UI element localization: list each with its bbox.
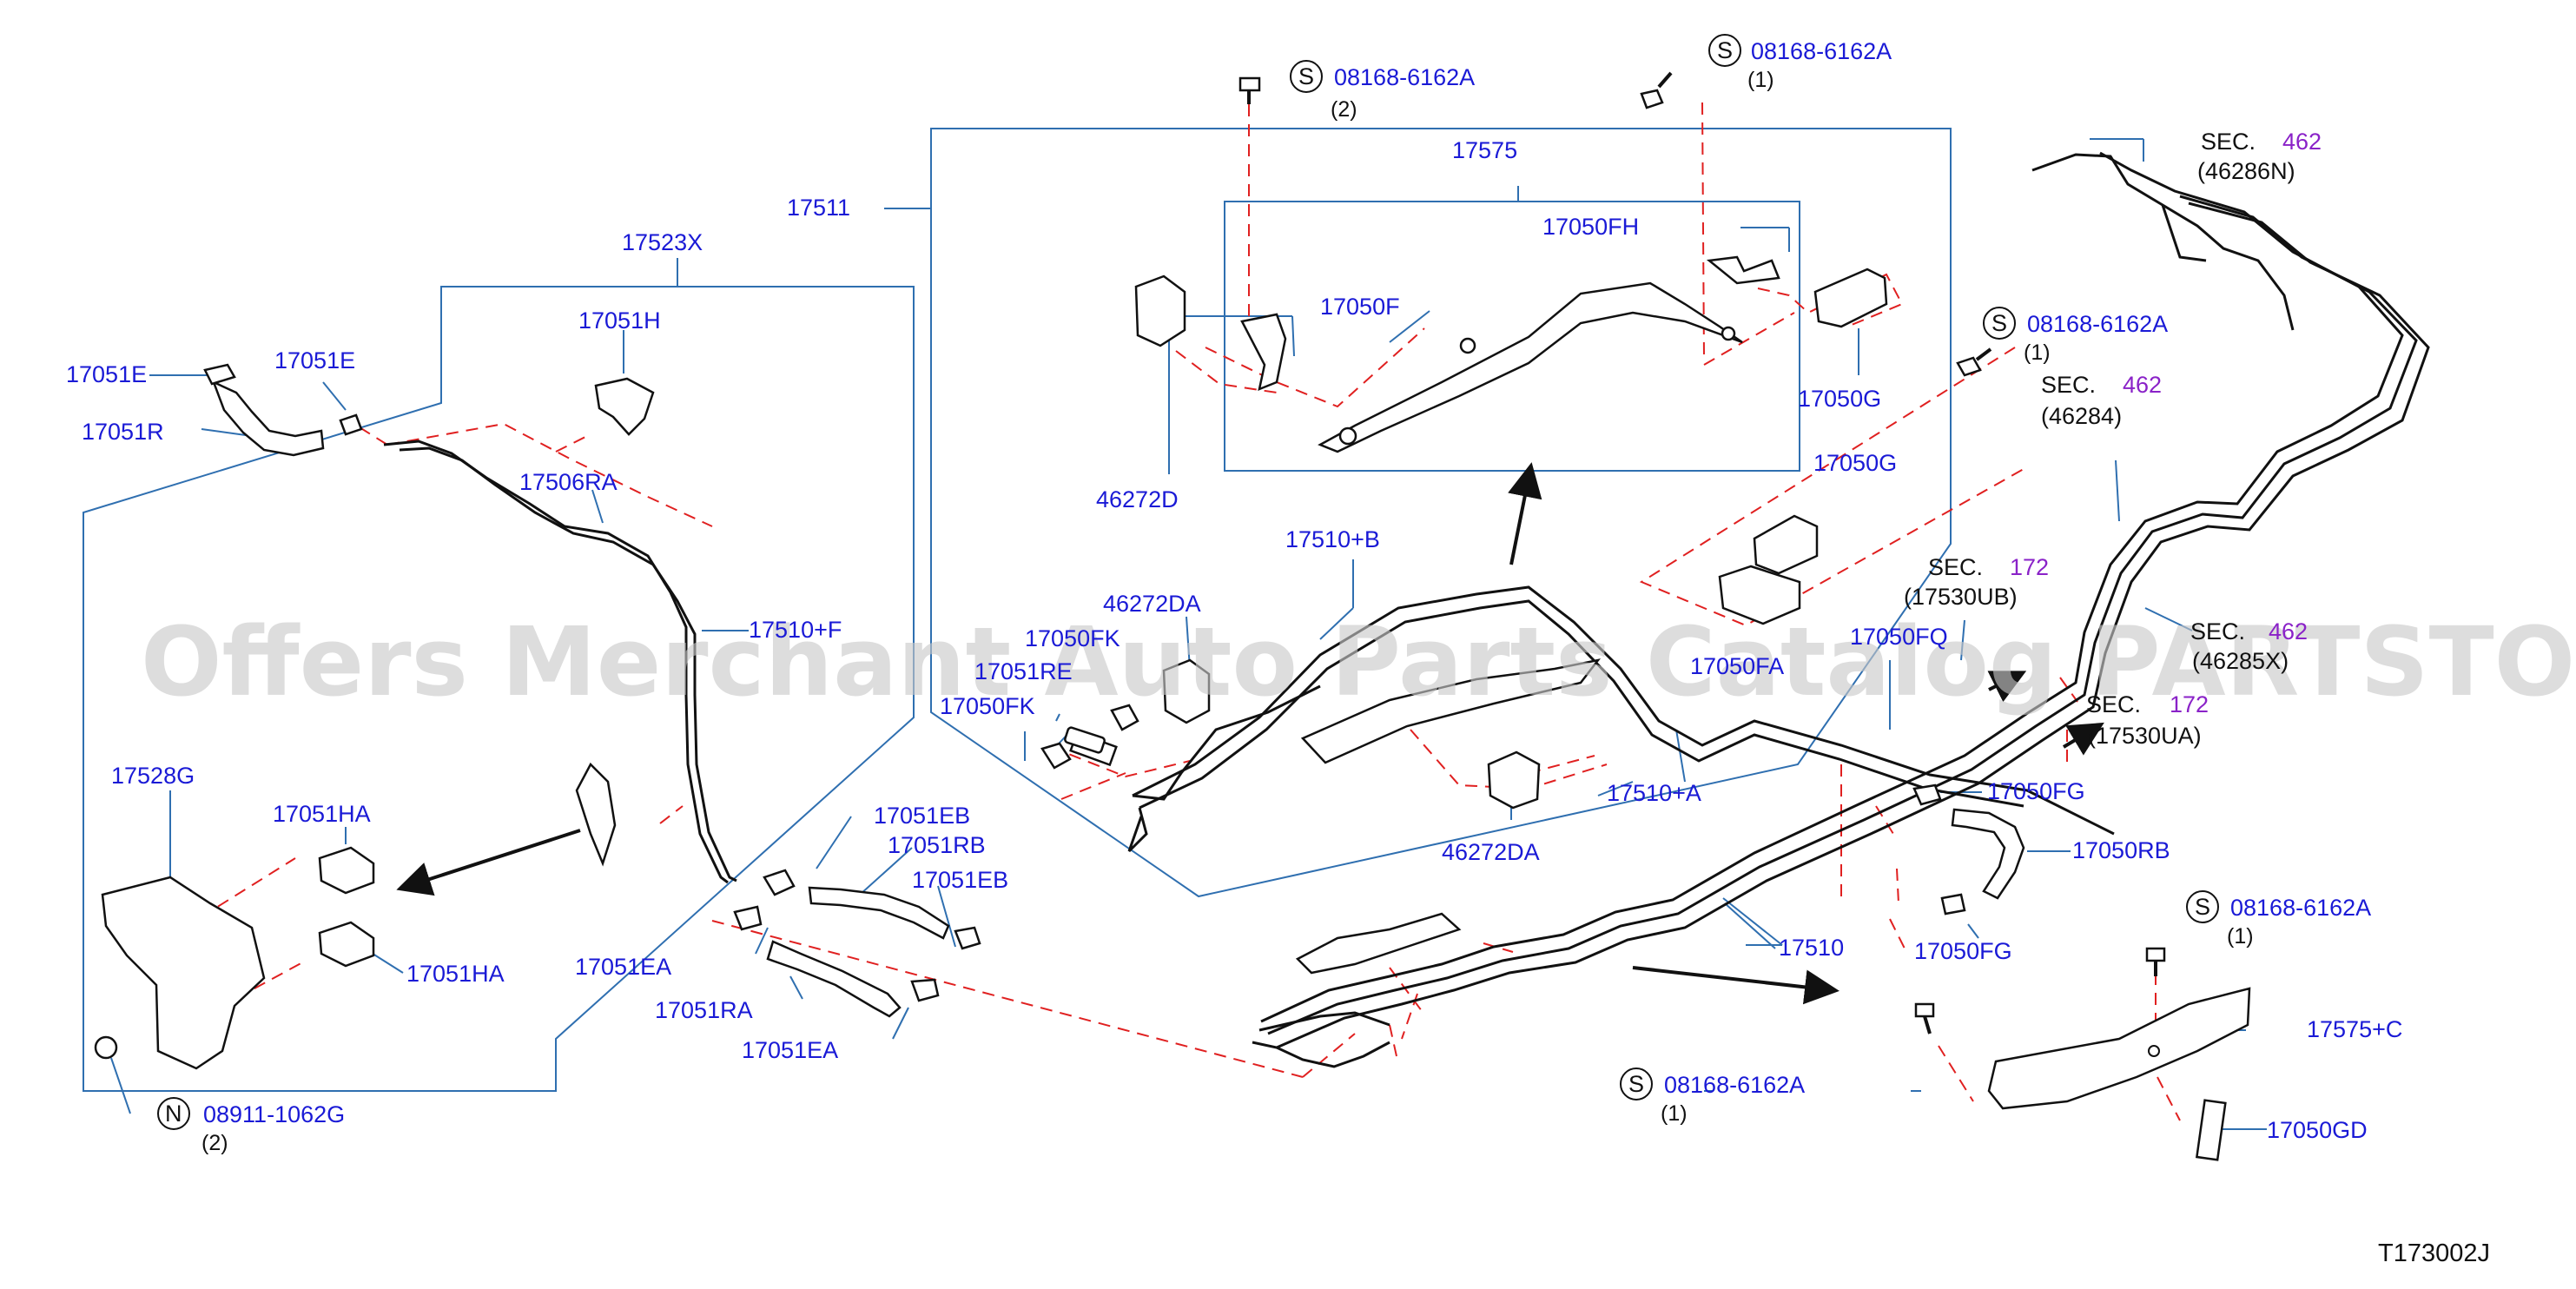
label-17051eb-b[interactable]: 17051EB bbox=[912, 867, 1008, 893]
fastener-bolt5[interactable]: S 08168-6162A (1) bbox=[1620, 1068, 1805, 1126]
section-ref-2[interactable]: SEC. 462 (46284) bbox=[2041, 372, 2162, 429]
svg-text:(1): (1) bbox=[2024, 340, 2051, 365]
label-17051rb[interactable]: 17051RB bbox=[888, 832, 986, 858]
label-17050gd[interactable]: 17050GD bbox=[2267, 1117, 2368, 1143]
label-46272da-bot[interactable]: 46272DA bbox=[1442, 839, 1540, 865]
part-labels: 17511 17523X 17575 17050FH 17050F 17050G… bbox=[66, 137, 2402, 1143]
svg-text:08168-6162A: 08168-6162A bbox=[1751, 38, 1892, 64]
label-17511[interactable]: 17511 bbox=[787, 195, 850, 221]
svg-text:SEC.: SEC. bbox=[2041, 372, 2096, 398]
svg-text:S: S bbox=[1628, 1071, 1644, 1097]
label-17050fq[interactable]: 17050FQ bbox=[1850, 624, 1948, 650]
label-17051ha-b[interactable]: 17051HA bbox=[406, 961, 505, 987]
section-ref-3[interactable]: SEC. 172 (17530UB) bbox=[1904, 554, 2049, 610]
svg-text:S: S bbox=[1717, 37, 1733, 63]
svg-text:172: 172 bbox=[2170, 691, 2209, 717]
label-46272da-top[interactable]: 46272DA bbox=[1103, 591, 1201, 617]
section-ref-5[interactable]: SEC. 172 (17530UA) bbox=[2086, 691, 2209, 749]
section-ref-4[interactable]: SEC. 462 (46285X) bbox=[2190, 618, 2308, 674]
section-references: SEC. 462 (46286N) SEC. 462 (46284) SEC. … bbox=[1904, 129, 2322, 749]
fastener-bolt4[interactable]: S 08168-6162A (1) bbox=[2186, 890, 2371, 949]
section-ref-1[interactable]: SEC. 462 (46286N) bbox=[2197, 129, 2322, 184]
diagram-id: T173002J bbox=[2378, 1239, 2490, 1267]
svg-text:08168-6162A: 08168-6162A bbox=[2027, 311, 2168, 337]
label-17051ea-b[interactable]: 17051EA bbox=[742, 1037, 838, 1063]
svg-text:(1): (1) bbox=[1661, 1101, 1688, 1126]
label-17523x[interactable]: 17523X bbox=[622, 229, 703, 255]
label-17051re[interactable]: 17051RE bbox=[974, 658, 1073, 684]
svg-text:08168-6162A: 08168-6162A bbox=[1334, 64, 1475, 90]
label-17051ra[interactable]: 17051RA bbox=[655, 997, 753, 1023]
label-17575[interactable]: 17575 bbox=[1452, 137, 1517, 163]
label-17528g[interactable]: 17528G bbox=[111, 763, 195, 789]
fuel-pipes bbox=[383, 151, 2430, 1068]
label-17050g-top[interactable]: 17050G bbox=[1798, 386, 1881, 412]
svg-text:SEC.: SEC. bbox=[2201, 129, 2256, 155]
label-17050g-mid[interactable]: 17050G bbox=[1813, 450, 1897, 476]
svg-text:(1): (1) bbox=[2227, 924, 2254, 949]
svg-text:SEC.: SEC. bbox=[2086, 691, 2141, 717]
label-17050fg-b[interactable]: 17050FG bbox=[1914, 938, 2012, 964]
svg-text:(46286N): (46286N) bbox=[2197, 158, 2295, 184]
svg-text:SEC.: SEC. bbox=[1928, 554, 1983, 580]
fastener-bolt3[interactable]: S 08168-6162A (1) bbox=[1983, 307, 2168, 365]
fastener-callouts: S 08168-6162A (2) S 08168-6162A (1) S 08… bbox=[157, 34, 2371, 1155]
svg-text:462: 462 bbox=[2123, 372, 2162, 398]
svg-text:462: 462 bbox=[2282, 129, 2322, 155]
label-46272d[interactable]: 46272D bbox=[1096, 486, 1179, 512]
label-17510b[interactable]: 17510+B bbox=[1285, 526, 1380, 552]
label-17051ea-a[interactable]: 17051EA bbox=[575, 954, 671, 980]
direction-arrows bbox=[396, 462, 2104, 1005]
label-17510a[interactable]: 17510+A bbox=[1607, 780, 1701, 806]
label-17510f[interactable]: 17510+F bbox=[749, 617, 842, 643]
svg-text:S: S bbox=[1991, 310, 2007, 336]
label-17051e-b[interactable]: 17051E bbox=[274, 347, 355, 373]
svg-text:(2): (2) bbox=[201, 1131, 228, 1155]
svg-text:462: 462 bbox=[2269, 618, 2308, 644]
label-17051e-a[interactable]: 17051E bbox=[66, 361, 147, 387]
svg-text:S: S bbox=[1298, 63, 1314, 89]
svg-text:08168-6162A: 08168-6162A bbox=[2230, 895, 2371, 921]
label-17051r[interactable]: 17051R bbox=[82, 419, 164, 445]
fastener-nut1[interactable]: N 08911-1062G (2) bbox=[157, 1097, 345, 1155]
svg-text:S: S bbox=[2195, 894, 2210, 920]
svg-text:(46285X): (46285X) bbox=[2192, 648, 2289, 674]
watermark: Offers Merchant Auto Parts Catalog PARTS… bbox=[141, 606, 2576, 717]
label-17050fk-b[interactable]: 17050FK bbox=[940, 693, 1035, 719]
fastener-bolt2[interactable]: S 08168-6162A (1) bbox=[1708, 34, 1892, 92]
label-17050f[interactable]: 17050F bbox=[1320, 294, 1400, 320]
label-17050fk-a[interactable]: 17050FK bbox=[1025, 625, 1120, 651]
label-17050fa[interactable]: 17050FA bbox=[1690, 653, 1784, 679]
part-shapes bbox=[94, 71, 2251, 1161]
svg-text:N: N bbox=[165, 1101, 182, 1127]
svg-text:08911-1062G: 08911-1062G bbox=[203, 1101, 345, 1127]
svg-text:172: 172 bbox=[2010, 554, 2049, 580]
label-17051ha-a[interactable]: 17051HA bbox=[273, 801, 371, 827]
label-17050rb[interactable]: 17050RB bbox=[2072, 837, 2170, 863]
svg-text:(17530UB): (17530UB) bbox=[1904, 584, 2018, 610]
label-17506ra[interactable]: 17506RA bbox=[519, 469, 618, 495]
label-17510[interactable]: 17510 bbox=[1779, 935, 1844, 961]
svg-text:(2): (2) bbox=[1331, 97, 1357, 122]
label-17051eb-a[interactable]: 17051EB bbox=[874, 803, 970, 829]
svg-text:(17530UA): (17530UA) bbox=[2088, 723, 2202, 749]
label-17051h[interactable]: 17051H bbox=[578, 307, 661, 334]
svg-text:SEC.: SEC. bbox=[2190, 618, 2245, 644]
label-17575c[interactable]: 17575+C bbox=[2307, 1016, 2402, 1042]
svg-text:(1): (1) bbox=[1747, 68, 1774, 92]
label-17050fh[interactable]: 17050FH bbox=[1542, 214, 1639, 240]
svg-text:(46284): (46284) bbox=[2041, 403, 2122, 429]
fastener-bolt1[interactable]: S 08168-6162A (2) bbox=[1290, 60, 1475, 122]
label-17050fg-a[interactable]: 17050FG bbox=[1987, 778, 2085, 804]
svg-text:08168-6162A: 08168-6162A bbox=[1664, 1072, 1805, 1098]
